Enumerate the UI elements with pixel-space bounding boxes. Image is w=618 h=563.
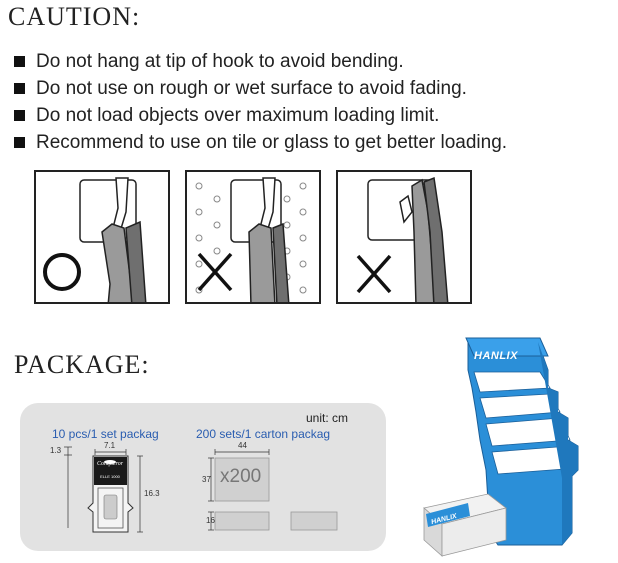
caution-item-text: Do not use on rough or wet surface to av…	[36, 78, 467, 99]
set-package-card	[87, 455, 134, 533]
carton-box-illustration	[423, 493, 507, 557]
display-brand-logo: HANLIX	[474, 350, 518, 362]
caution-list: Do not hang at tip of hook to avoid bend…	[12, 48, 507, 156]
caution-item: Do not use on rough or wet surface to av…	[12, 75, 507, 102]
unit-label: unit: cm	[306, 411, 349, 425]
usage-illustration-rough-surface	[185, 170, 321, 304]
cross-wrong-icon	[356, 254, 392, 294]
carton-package-label: 200 sets/1 carton packag	[196, 427, 331, 441]
usage-illustration-correct	[34, 170, 170, 304]
dim-card-hole: 1.3	[50, 446, 62, 455]
caution-item-text: Recommend to use on tile or glass to get…	[36, 132, 508, 153]
card-product-code: ELLE 1000	[100, 474, 120, 479]
carton-multiplier: x200	[220, 466, 262, 487]
dim-card-width: 7.1	[104, 441, 116, 450]
caution-item: Do not load objects over maximum loading…	[12, 102, 507, 129]
caution-item-text: Do not hang at tip of hook to avoid bend…	[36, 51, 404, 72]
carton-top-view	[214, 457, 270, 502]
hook-illustration	[195, 177, 307, 302]
carton-side-view	[214, 511, 270, 531]
caution-item-text: Do not load objects over maximum loading…	[36, 105, 440, 126]
hook-illustration	[356, 176, 449, 302]
package-title: PACKAGE:	[14, 350, 150, 379]
card-brand-logo: Conqueror	[96, 461, 124, 467]
square-bullet-icon	[14, 83, 25, 94]
dim-carton-height: 37	[202, 475, 211, 484]
square-bullet-icon	[14, 110, 25, 121]
display-stand-illustration	[465, 337, 579, 546]
square-bullet-icon	[14, 137, 25, 148]
square-bullet-icon	[14, 56, 25, 67]
dim-carton-depth: 16	[206, 516, 215, 525]
caution-item: Recommend to use on tile or glass to get…	[12, 129, 507, 156]
dim-card-height: 16.3	[144, 489, 160, 498]
set-package-label: 10 pcs/1 set packag	[52, 427, 159, 441]
caution-title: CAUTION:	[8, 2, 141, 31]
hook-illustration	[43, 177, 147, 302]
circle-ok-icon	[43, 253, 81, 291]
cross-wrong-icon	[197, 252, 233, 292]
caution-item: Do not hang at tip of hook to avoid bend…	[12, 48, 507, 75]
carton-front-view	[290, 511, 338, 531]
dim-carton-width: 44	[238, 441, 247, 450]
usage-illustration-hook-tip	[336, 170, 472, 304]
